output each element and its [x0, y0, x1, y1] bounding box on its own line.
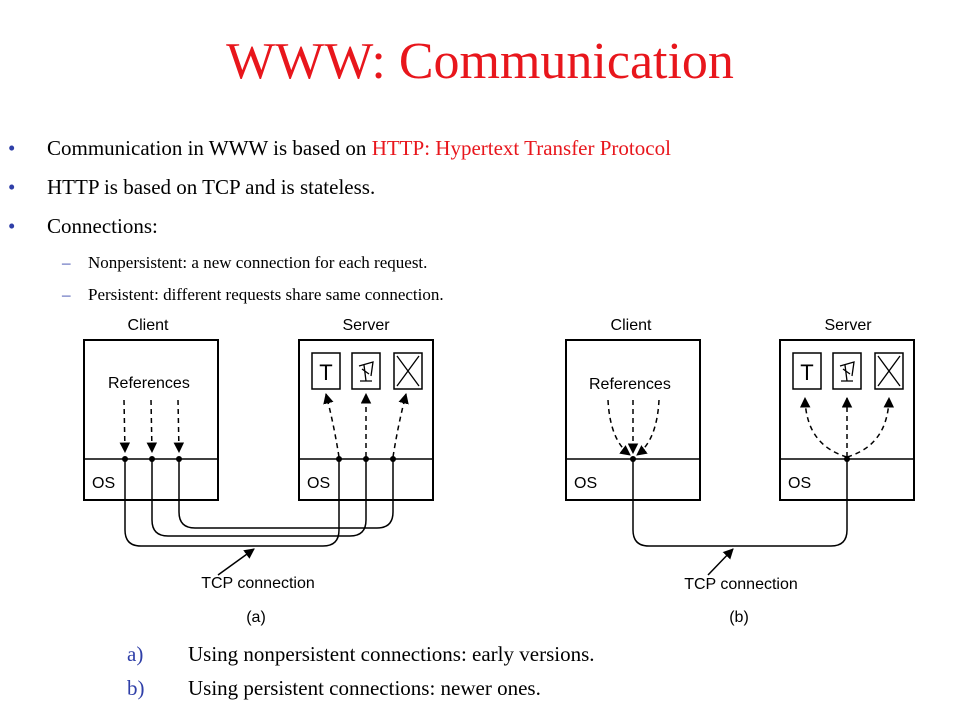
slide-title: WWW: Communication [226, 33, 734, 90]
client-label: Client [128, 317, 169, 334]
client-os-label: OS [574, 475, 597, 492]
bullet-marker: • [8, 175, 16, 199]
sub-bullet-marker: – [62, 285, 71, 304]
sub-bullet-text: Persistent: different requests share sam… [88, 285, 444, 304]
server-label: Server [342, 317, 390, 334]
text-icon-glyph: T [800, 360, 813, 385]
sub-bullet-marker: – [62, 253, 71, 272]
client-os-label: OS [92, 475, 115, 492]
missing-document-icon [874, 352, 904, 390]
missing-document-icon [393, 352, 423, 390]
client-box [83, 339, 219, 501]
caption-label: b) [127, 676, 145, 700]
panel-b: Client Server References OS OS T [565, 317, 915, 626]
panel-b-label: (b) [729, 609, 749, 626]
server-os-label: OS [788, 475, 811, 492]
tcp-connection-label: TCP connection [684, 576, 798, 593]
tcp-pointer-arrow [217, 548, 255, 576]
bullet-marker: • [8, 214, 16, 238]
tcp-connection [632, 459, 848, 547]
text-document-icon: T [311, 352, 341, 390]
image-document-icon [832, 352, 862, 390]
text-icon-glyph: T [319, 360, 332, 385]
caption-text: Using persistent connections: newer ones… [188, 676, 541, 700]
bullet-text: Connections: [47, 214, 158, 238]
bullet-text-wrap: Communication in WWW is based on HTTP: H… [47, 135, 671, 161]
server-request-arrows [799, 396, 895, 458]
bullet-highlight: HTTP: Hypertext Transfer Protocol [371, 136, 671, 160]
server-label: Server [824, 317, 872, 334]
references-label: References [108, 375, 190, 392]
panel-a: Client Server References OS OS T [83, 317, 434, 626]
tcp-connections [124, 459, 394, 547]
bullet-text: Communication in WWW is based on [47, 136, 372, 160]
client-label: Client [611, 317, 652, 334]
text-document-icon: T [792, 352, 822, 390]
panel-a-label: (a) [246, 609, 266, 626]
bullet-text: HTTP is based on TCP and is stateless. [47, 175, 376, 199]
image-document-icon [351, 352, 381, 390]
client-reference-arrows [607, 399, 660, 456]
server-request-arrows [323, 392, 409, 458]
caption-text: Using nonpersistent connections: early v… [188, 642, 595, 666]
client-reference-arrows [119, 399, 185, 454]
tcp-pointer-arrow [707, 548, 734, 576]
references-label: References [589, 376, 671, 393]
caption-label: a) [127, 642, 144, 666]
server-os-label: OS [307, 475, 330, 492]
sub-bullet-text: Nonpersistent: a new connection for each… [88, 253, 428, 272]
tcp-connection-label: TCP connection [201, 575, 315, 592]
bullet-marker: • [8, 136, 16, 160]
